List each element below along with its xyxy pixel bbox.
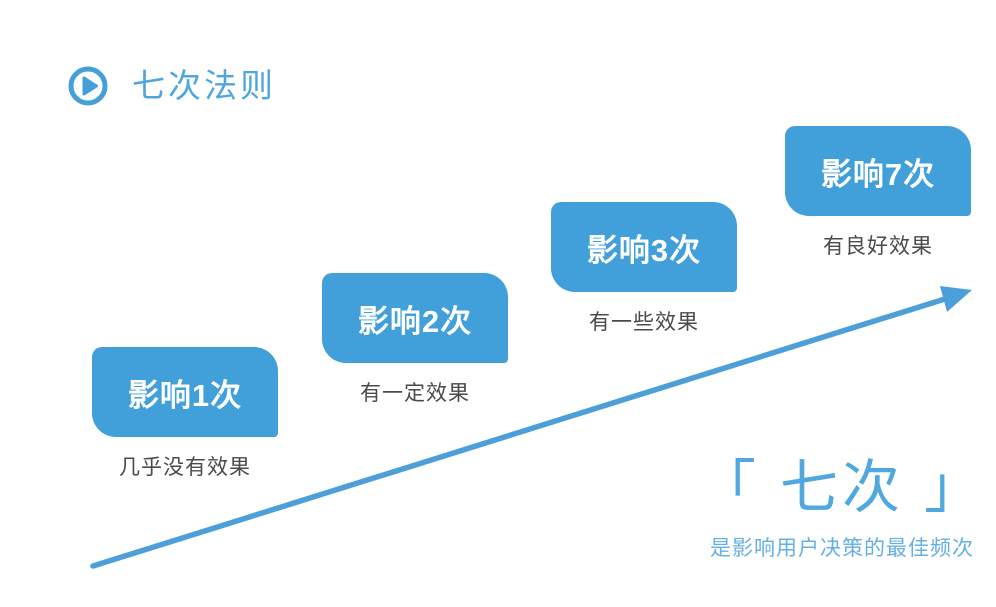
- step-label: 影响2次: [357, 303, 473, 339]
- step-caption: 有良好效果: [823, 235, 933, 258]
- page-title: 七次法则: [132, 67, 276, 104]
- header: 七次法则: [66, 64, 276, 108]
- conclusion-description: 是影响用户决策的最佳频次: [710, 536, 974, 560]
- step-caption: 有一些效果: [589, 311, 699, 334]
- step-label: 影响1次: [127, 377, 243, 413]
- step-caption: 几乎没有效果: [119, 456, 251, 479]
- conclusion-block: 「 七次 」 是影响用户决策的最佳频次: [688, 455, 996, 562]
- step-box: 影响3次: [551, 202, 737, 292]
- play-circle-icon: [66, 64, 110, 108]
- step-impact-7: 影响7次 有良好效果: [785, 126, 971, 260]
- step-impact-1: 影响1次 几乎没有效果: [92, 347, 278, 481]
- step-box: 影响1次: [92, 347, 278, 437]
- step-caption: 有一定效果: [360, 382, 470, 405]
- step-label: 影响3次: [586, 232, 702, 268]
- step-label: 影响7次: [820, 156, 936, 192]
- step-impact-2: 影响2次 有一定效果: [322, 273, 508, 407]
- arrow-head-icon: [940, 286, 972, 312]
- step-impact-3: 影响3次 有一些效果: [551, 202, 737, 336]
- step-box: 影响7次: [785, 126, 971, 216]
- conclusion-highlight: 「 七次 」: [697, 455, 987, 520]
- step-box: 影响2次: [322, 273, 508, 363]
